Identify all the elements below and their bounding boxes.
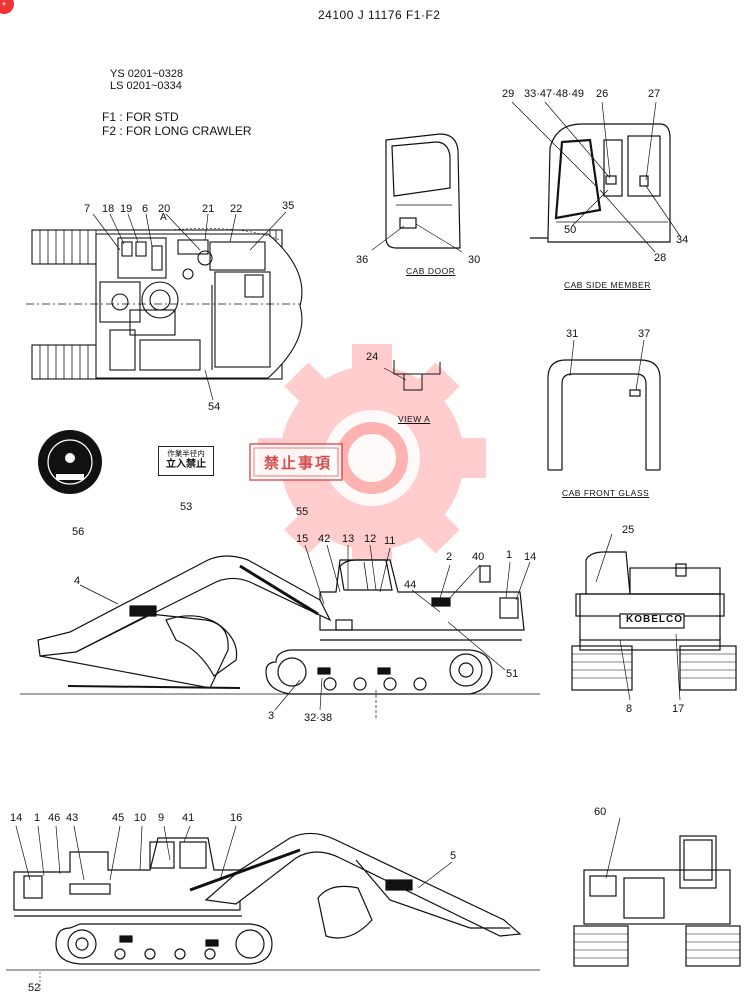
callout-20: 20: [158, 203, 171, 215]
callout-5: 5: [450, 850, 457, 862]
callout-14: 14: [524, 551, 537, 563]
cab-side-leaders: [511, 101, 681, 253]
callout-4: 4: [74, 575, 81, 587]
callout-21: 21: [202, 203, 215, 215]
bottom-side-leaders: [15, 825, 453, 889]
drawing-number: 24100 J 11176 F1·F2: [318, 8, 441, 22]
caption-cab-front-glass: CAB FRONT GLASS: [562, 488, 650, 498]
callout-3: 3: [268, 710, 275, 722]
callout-31: 31: [566, 328, 579, 340]
callout-19: 19: [120, 203, 133, 215]
variant-f2: F2 : FOR LONG CRAWLER: [102, 124, 252, 138]
callout-14-bottom: 14: [10, 812, 23, 824]
callout-1: 1: [506, 549, 513, 561]
serial-range-ls: LS 0201~0334: [110, 80, 182, 92]
view-a-marker: A: [160, 212, 167, 223]
side-view-excavator: [20, 555, 540, 695]
variant-f1: F1 : FOR STD: [102, 110, 179, 124]
callout-22: 22: [230, 203, 243, 215]
callout-7: 7: [84, 203, 91, 215]
callout-55: 55: [296, 506, 309, 518]
callout-53: 53: [180, 501, 193, 513]
callout-11: 11: [384, 535, 396, 547]
decal-53-no-entry: 作業半径内 立入禁止: [158, 446, 214, 476]
callout-46: 46: [48, 812, 61, 824]
callout-13: 13: [342, 533, 355, 545]
decal-53-line2: 立入禁止: [166, 459, 206, 470]
callout-51: 51: [506, 668, 519, 680]
callout-60: 60: [594, 806, 607, 818]
brand-label: KOBELCO: [626, 614, 683, 625]
callout-9: 9: [158, 812, 165, 824]
cab-door-drawing: [371, 133, 463, 253]
caption-cab-door: CAB DOOR: [406, 266, 456, 276]
callout-45: 45: [112, 812, 125, 824]
callout-56: 56: [72, 526, 85, 538]
side-view-leaders: [79, 544, 531, 720]
callout-26: 26: [596, 88, 609, 100]
callout-34: 34: [676, 234, 689, 246]
callout-12: 12: [364, 533, 377, 545]
cab-front-glass-drawing: [547, 339, 661, 471]
callout-37: 37: [638, 328, 651, 340]
caption-view-a: VIEW A: [398, 414, 431, 424]
bottom-side-excavator: [6, 832, 540, 990]
callout-35: 35: [282, 200, 295, 212]
callout-43: 43: [66, 812, 79, 824]
callout-18: 18: [102, 203, 115, 215]
callout-28: 28: [654, 252, 667, 264]
view-a-drawing: [383, 360, 441, 391]
callout-42: 42: [318, 533, 331, 545]
callout-54: 54: [208, 401, 221, 413]
corner-badge-icon: +: [0, 0, 14, 14]
kobelco-label-plate: [619, 613, 685, 629]
serial-range-ys: YS 0201~0328: [110, 68, 184, 80]
callout-32-38: 32·38: [304, 712, 333, 724]
cab-side-member-drawing: [530, 123, 671, 243]
callout-17: 17: [672, 703, 685, 715]
callout-41: 41: [182, 812, 195, 824]
callout-36: 36: [356, 254, 369, 266]
callout-1-bottom: 1: [34, 812, 41, 824]
callout-15: 15: [296, 533, 309, 545]
bottom-rear-excavator: [573, 817, 741, 967]
callout-27: 27: [648, 88, 661, 100]
page-number: 52: [28, 982, 41, 994]
caption-cab-side-member: CAB SIDE MEMBER: [564, 280, 651, 290]
callout-2: 2: [446, 551, 453, 563]
callout-30: 30: [468, 254, 481, 266]
callout-25: 25: [622, 524, 635, 536]
decal-56-round-icon: [38, 430, 102, 494]
decal-53-line1: 作業半径内: [167, 449, 205, 458]
callout-16: 16: [230, 812, 243, 824]
callout-50: 50: [564, 224, 577, 236]
callout-10: 10: [134, 812, 147, 824]
callout-6: 6: [142, 203, 149, 215]
decal-55-frame: [249, 443, 343, 481]
callout-44: 44: [404, 579, 417, 591]
top-plan-view: [26, 228, 303, 380]
callout-8: 8: [626, 703, 633, 715]
callout-40: 40: [472, 551, 485, 563]
decal-55-text: 禁止事項: [264, 454, 333, 472]
callout-29: 29: [502, 88, 515, 100]
callout-24: 24: [366, 351, 379, 363]
callout-33-47-48-49: 33·47·48·49: [524, 88, 584, 100]
top-view-leaders: [92, 211, 287, 401]
